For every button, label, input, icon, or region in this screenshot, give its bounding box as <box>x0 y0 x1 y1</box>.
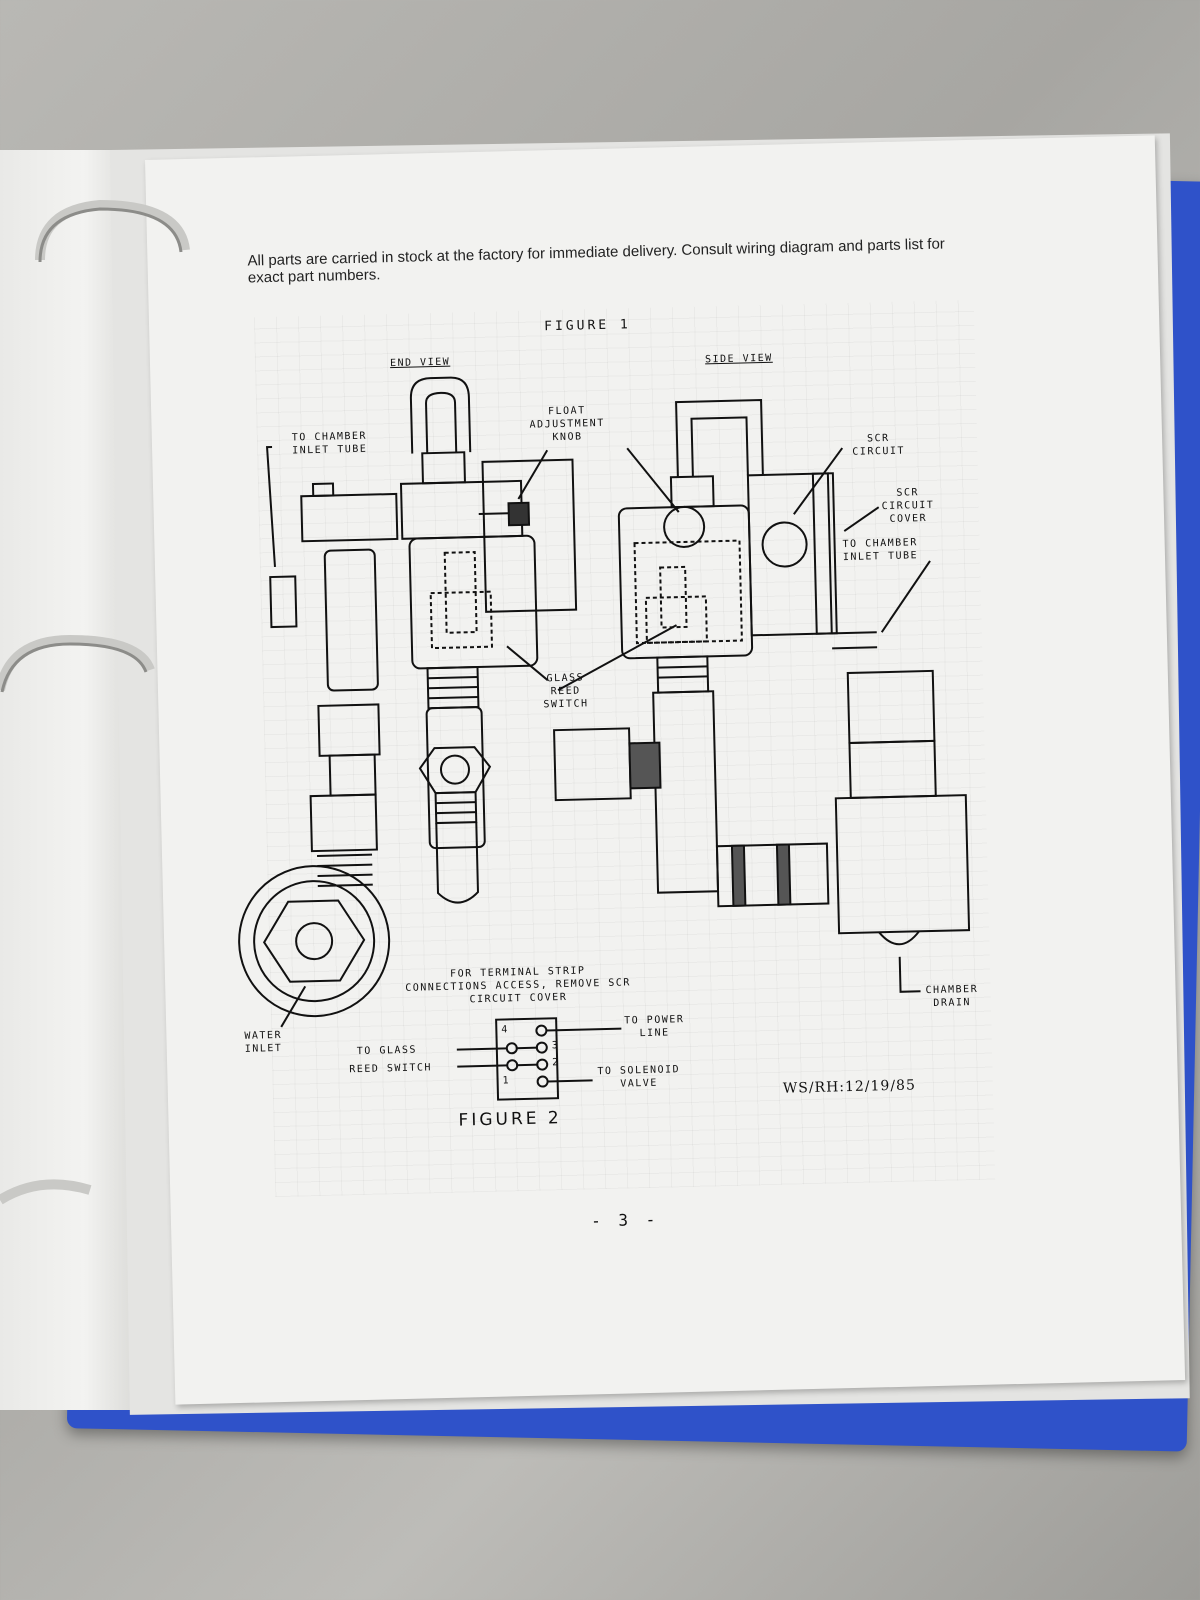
end-view-float-housing <box>408 534 539 670</box>
binder-ring-bottom <box>0 1179 92 1205</box>
parts-diagram <box>238 376 971 1101</box>
water-inlet-fitting <box>238 865 391 1018</box>
binder-ring-top <box>35 199 190 261</box>
side-view-float-housing <box>617 504 754 660</box>
drain-solenoid <box>846 669 936 744</box>
binder-rings <box>0 199 190 1205</box>
side-view-elbow-fitting <box>553 727 632 802</box>
end-view-hex-nut <box>418 746 492 795</box>
chamber-drain-outlet <box>878 930 920 946</box>
scr-circuit-box <box>746 472 833 637</box>
float-adjustment-knob-shape <box>507 501 531 527</box>
end-view-u-tube <box>409 376 472 454</box>
side-view-u-tube <box>675 398 764 478</box>
inlet-solenoid <box>300 492 399 543</box>
binder-ring-middle <box>0 634 155 692</box>
manual-page: All parts are carried in stock at the fa… <box>145 135 1186 1405</box>
terminal-strip <box>495 1017 560 1101</box>
